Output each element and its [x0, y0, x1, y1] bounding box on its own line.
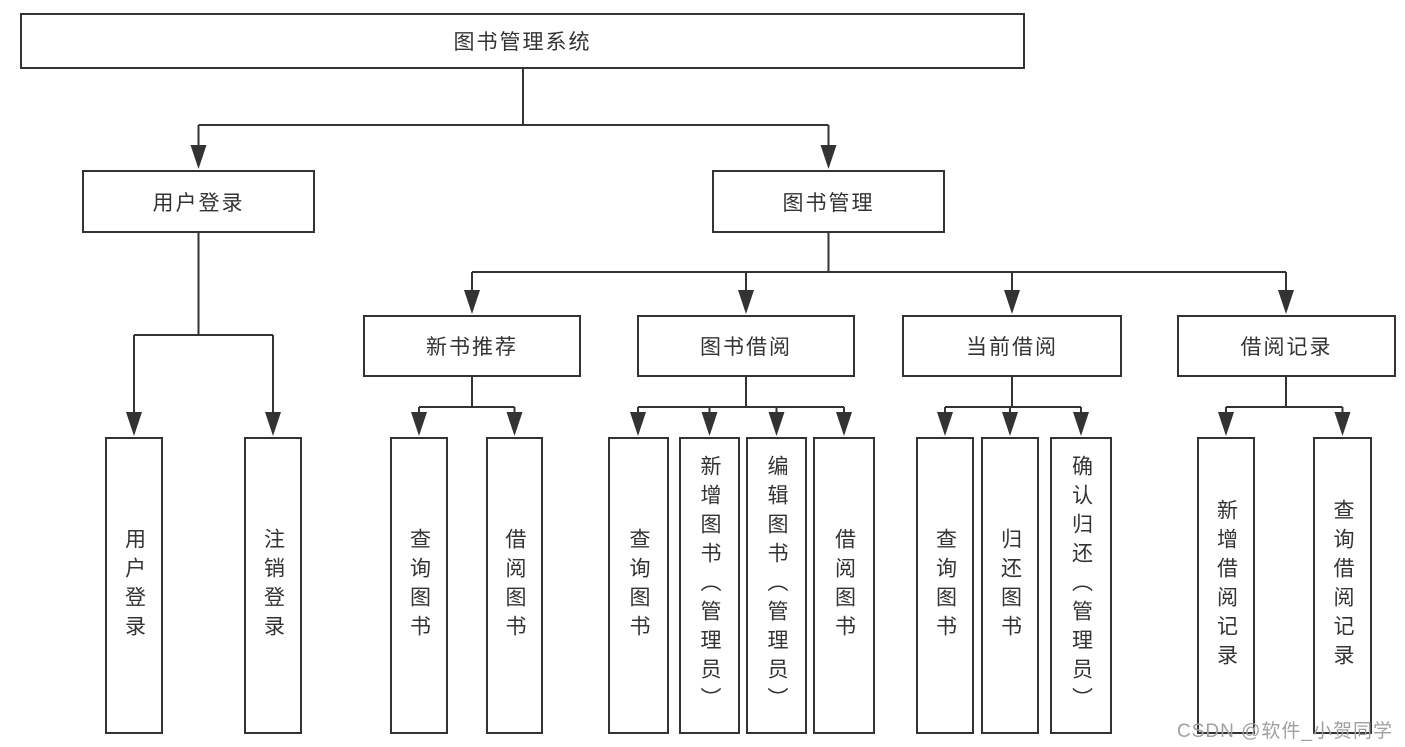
node-current-query-books: 查询图书: [916, 437, 974, 734]
node-recommend-query-books: 查询图书: [390, 437, 448, 734]
node-new-book-recommend: 新书推荐: [363, 315, 581, 377]
node-borrow-borrow-books: 借阅图书: [813, 437, 875, 734]
node-current-confirm-return-admin: 确认归还（管理员）: [1050, 437, 1112, 734]
node-current-return-books: 归还图书: [981, 437, 1039, 734]
node-borrow-edit-books-admin: 编辑图书（管理员）: [746, 437, 807, 734]
node-borrow-records: 借阅记录: [1177, 315, 1396, 377]
node-user-login-action: 用户登录: [105, 437, 163, 734]
csdn-watermark: CSDN @软件_小贺同学: [1177, 721, 1393, 742]
node-book-borrow: 图书借阅: [637, 315, 855, 377]
node-borrow-add-books-admin: 新增图书（管理员）: [679, 437, 740, 734]
node-records-add-record: 新增借阅记录: [1197, 437, 1255, 734]
node-root: 图书管理系统: [20, 13, 1025, 69]
node-book-management: 图书管理: [712, 170, 945, 233]
node-logout-action: 注销登录: [244, 437, 302, 734]
node-current-borrow: 当前借阅: [902, 315, 1122, 377]
node-borrow-query-books: 查询图书: [608, 437, 669, 734]
node-user-login: 用户登录: [82, 170, 315, 233]
node-recommend-borrow-books: 借阅图书: [486, 437, 543, 734]
node-records-query-record: 查询借阅记录: [1313, 437, 1372, 734]
